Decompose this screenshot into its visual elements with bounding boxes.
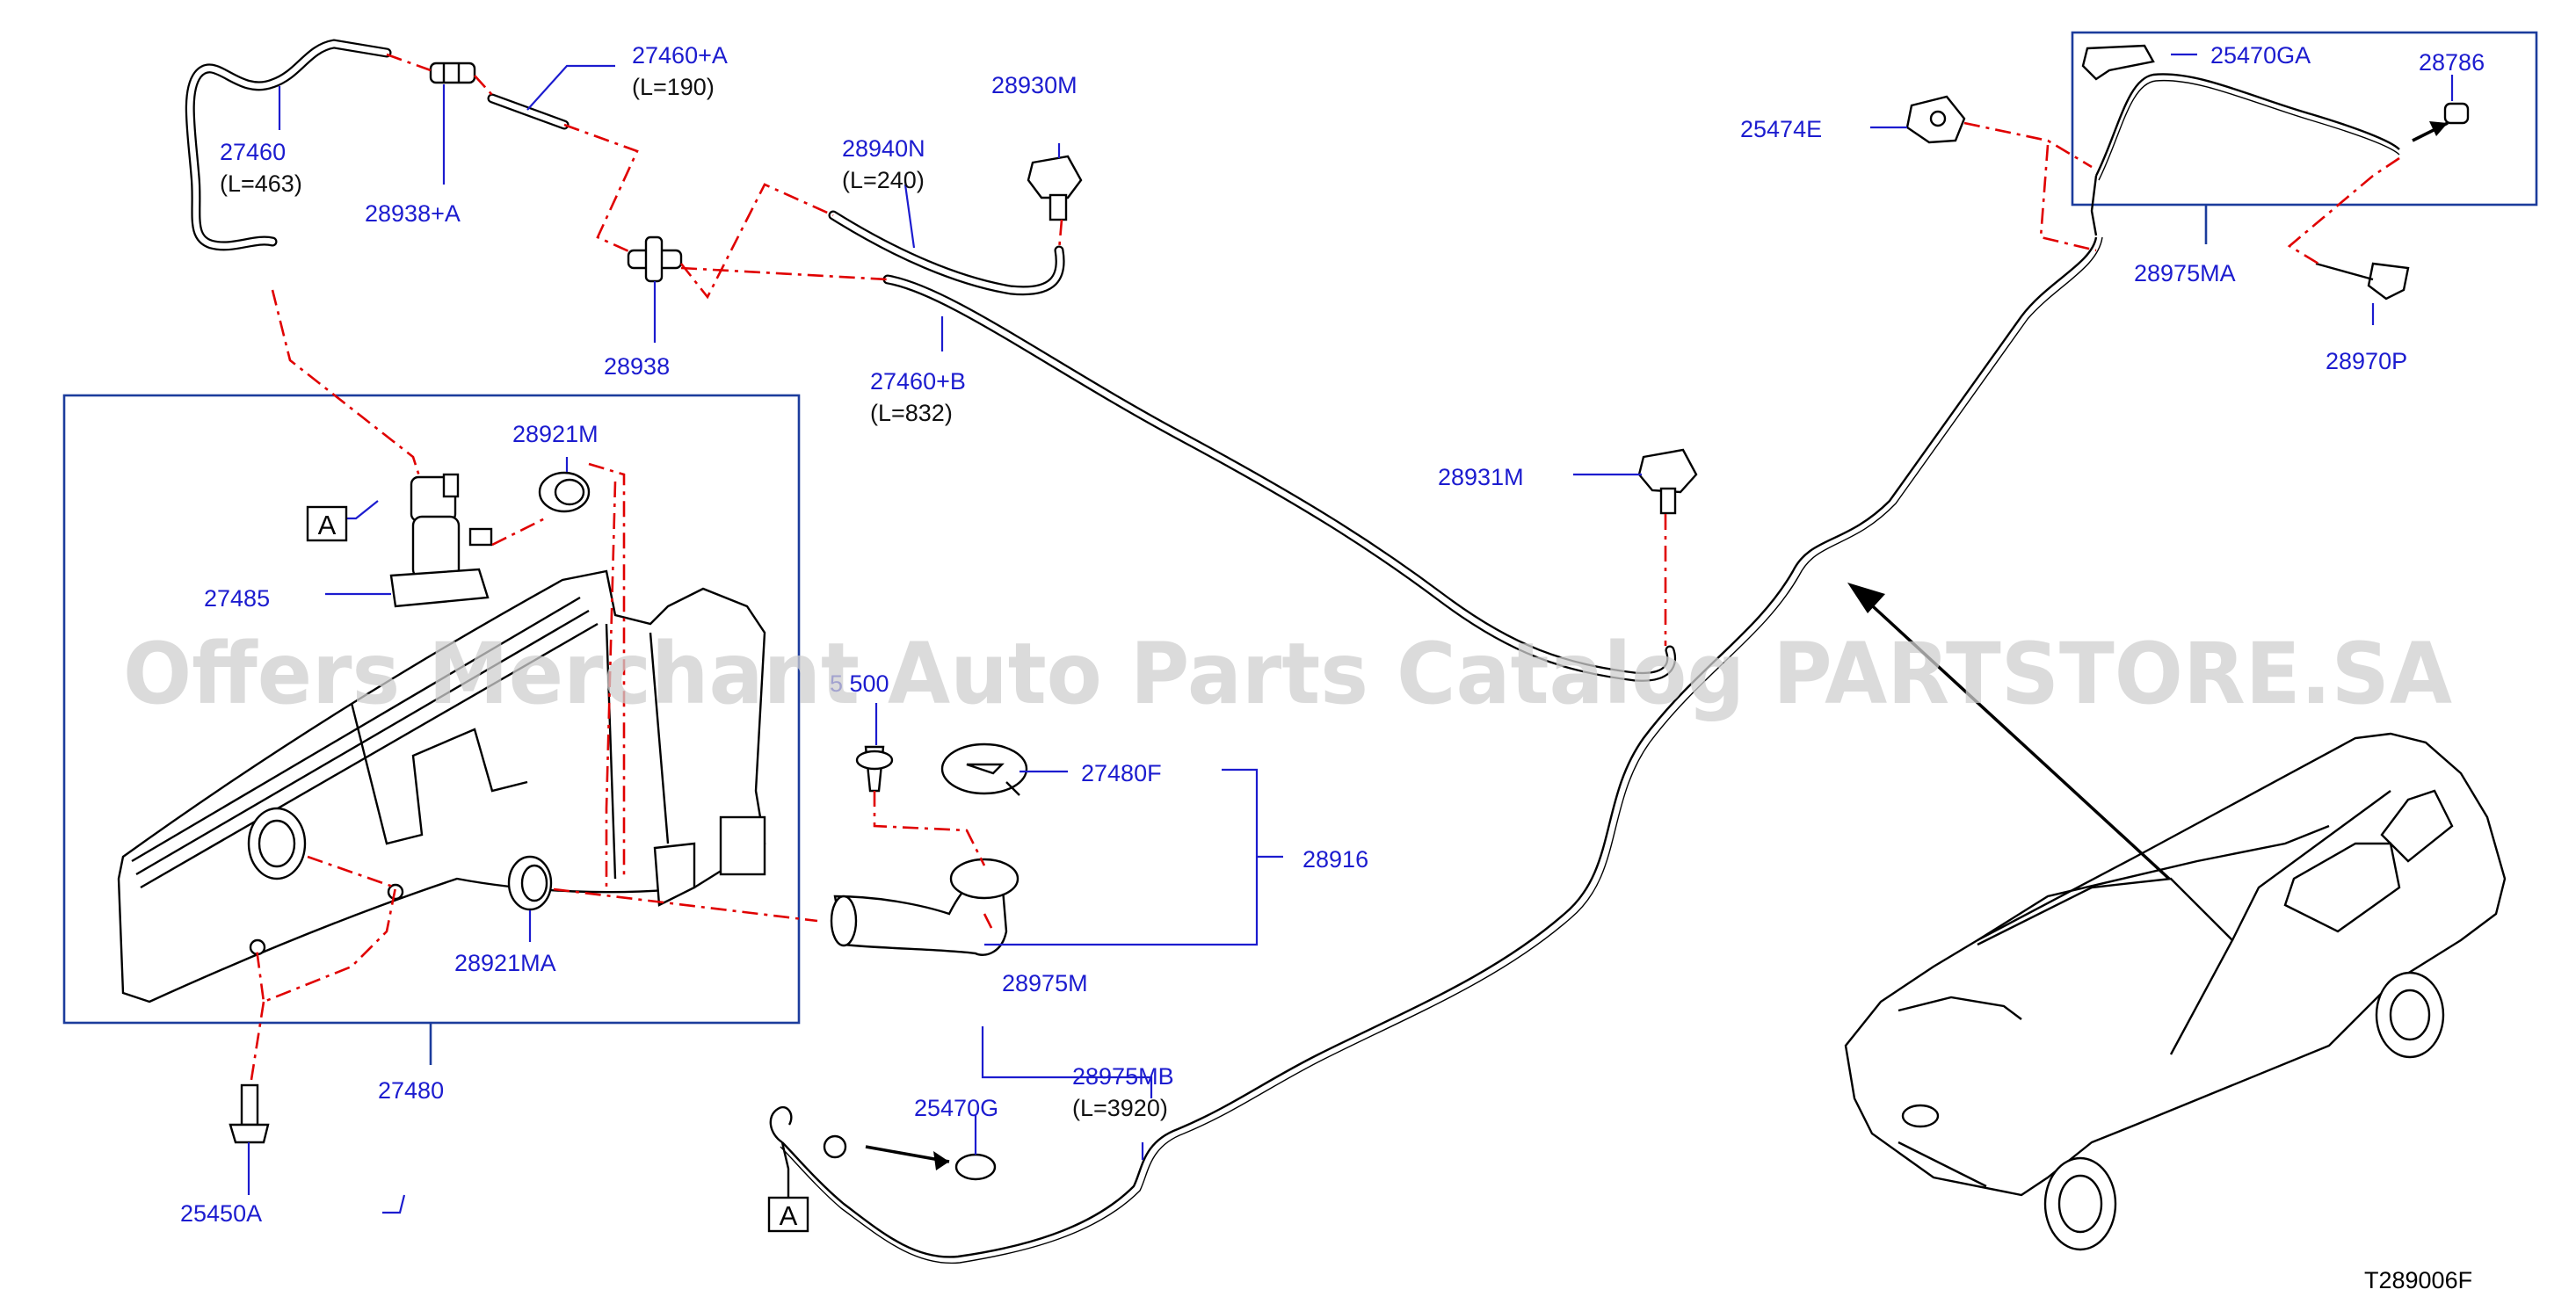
rear-nozzle-28970p [2315, 262, 2410, 301]
nozzle-28931m [1637, 448, 1698, 515]
ref-label-a-1: A [318, 510, 337, 540]
label-25450a: 25450A [180, 1200, 262, 1227]
grommet-25470g [954, 1153, 997, 1181]
rear-nozzle-group-box [2071, 31, 2538, 206]
label-27480f: 27480F [1081, 760, 1162, 786]
reservoir-tank-27480 [117, 569, 766, 1003]
label-27460-b: 27460+B [870, 368, 966, 395]
grommet-28921ma [507, 855, 553, 911]
label-28931m: 28931M [1438, 464, 1524, 490]
watermark: Offers Merchant Auto Parts Catalog PARTS… [123, 625, 2452, 723]
filler-neck-28916 [830, 858, 1020, 956]
grommet-28921m [538, 471, 591, 513]
label-28970p: 28970P [2326, 348, 2407, 374]
hose-27460-b [882, 274, 1677, 682]
label-28938: 28938 [604, 353, 670, 380]
inline-joint [823, 1134, 847, 1159]
clip-25450 [855, 745, 894, 793]
pump-27485 [389, 473, 493, 608]
bracket-25474e [1905, 95, 1966, 144]
hose-27460-a [487, 93, 570, 130]
label-28786: 28786 [2419, 49, 2485, 76]
vehicle-illustration [1844, 732, 2507, 1251]
label-28975mb: 28975MB [1072, 1063, 1174, 1090]
label-27460-a: 27460+A [632, 42, 728, 69]
label-28975m: 28975M [1002, 970, 1088, 996]
hose-28975ma [2094, 73, 2400, 177]
connector-28938a [429, 62, 476, 84]
label-28930m: 28930M [991, 72, 1078, 98]
label-28921m: 28921M [512, 421, 599, 447]
label-27480: 27480 [378, 1077, 444, 1104]
leader-lines [247, 53, 2454, 1214]
label-27485: 27485 [204, 585, 270, 612]
label-28975mb-length: (L=3920) [1072, 1095, 1168, 1121]
ref-box-a-2 [767, 1196, 809, 1233]
label-25470g: 25470G [914, 1095, 998, 1121]
diagram-code: T289006F [2364, 1267, 2472, 1293]
label-27460-length: (L=463) [220, 170, 302, 197]
label-27460-a-length: (L=190) [632, 74, 715, 100]
phantom-lines [249, 53, 2400, 1086]
clip-25470ga [2081, 44, 2155, 81]
label-28938-a: 28938+A [365, 200, 461, 227]
label-25450c: 5 500 [830, 670, 889, 697]
nozzle-28930m [1027, 155, 1083, 221]
label-25470ga: 25470GA [2210, 42, 2311, 69]
label-28975ma: 28975MA [2134, 260, 2236, 286]
label-27460: 27460 [220, 139, 286, 165]
label-28916: 28916 [1303, 846, 1368, 873]
label-28940n-length: (L=240) [842, 167, 925, 193]
label-28921ma: 28921MA [454, 950, 556, 976]
cap-27480f [940, 743, 1028, 796]
label-28940n: 28940N [842, 135, 925, 162]
check-valve-28786 [2443, 102, 2470, 125]
hose-28975mb [781, 236, 2098, 1258]
hose-27460 [185, 39, 392, 251]
ref-label-a-2: A [780, 1200, 798, 1231]
bolt-25450a [229, 1083, 270, 1144]
hose-28940n [828, 210, 1065, 296]
ref-box-a-1 [306, 505, 348, 542]
tee-joint-28938 [627, 235, 683, 283]
arrow-to-vehicle [1861, 596, 2171, 880]
label-27460-b-length: (L=832) [870, 400, 953, 426]
label-25474e: 25474E [1740, 116, 1822, 142]
